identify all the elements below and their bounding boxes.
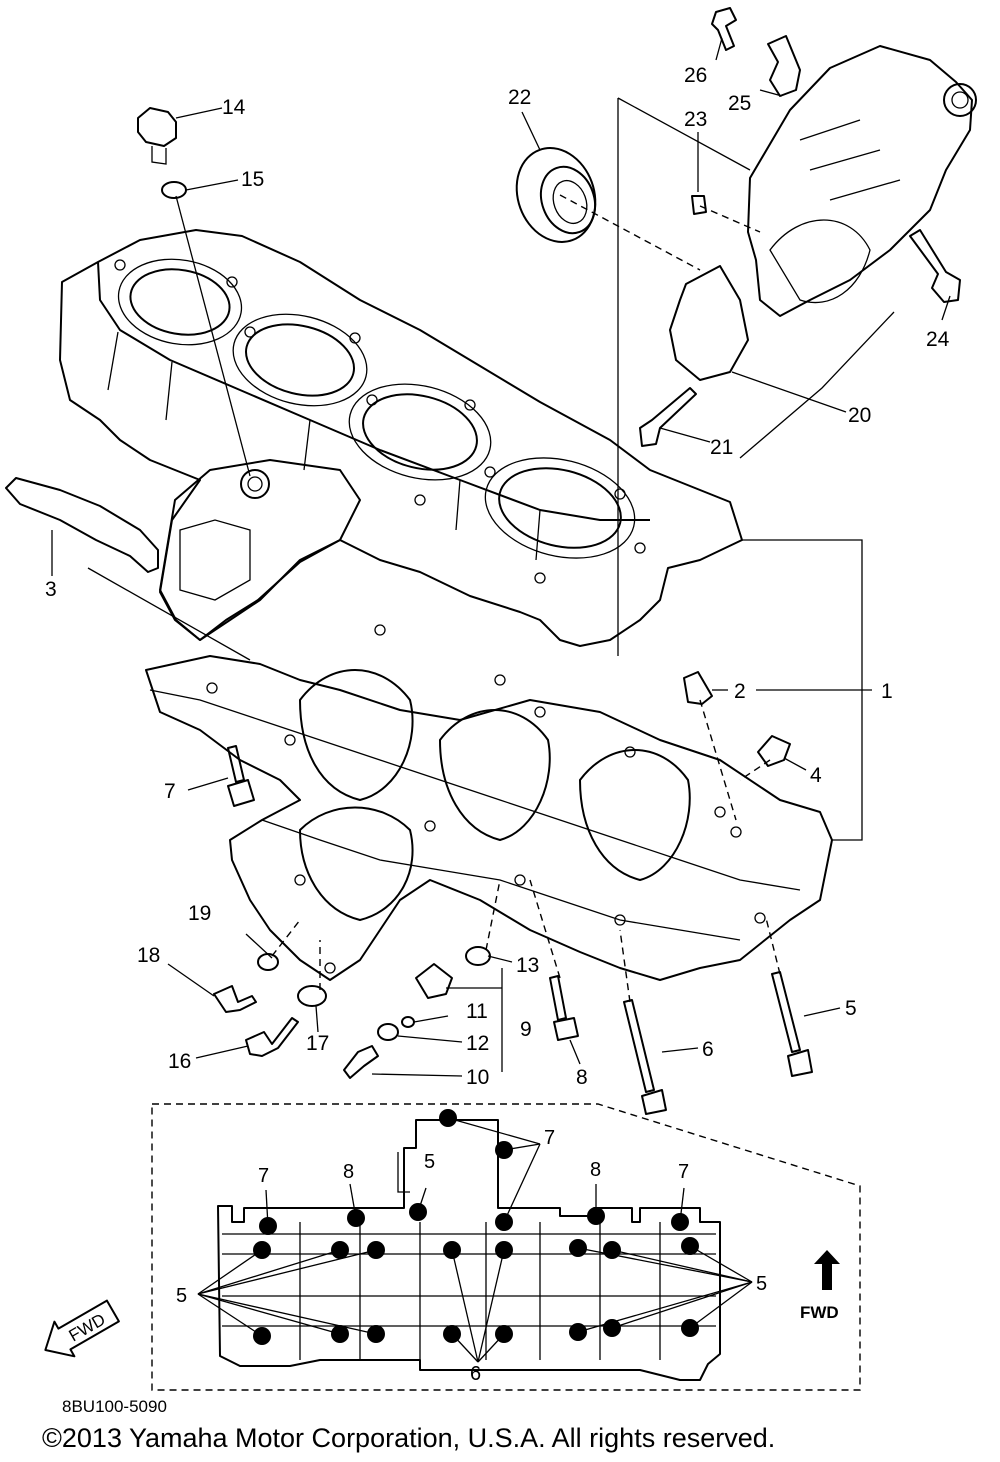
exploded-guide-lines <box>87 194 781 1003</box>
inset-label-7-right: 7 <box>678 1161 689 1183</box>
part-15-washer <box>161 181 187 199</box>
bolt-dots <box>253 1109 699 1345</box>
callout-2: 2 <box>734 680 746 703</box>
bracket-lines <box>501 97 895 1072</box>
callout-22: 22 <box>508 86 531 109</box>
part-22-bearing <box>515 147 597 243</box>
callout-leaders <box>51 37 951 1077</box>
callout-16: 16 <box>168 1050 191 1073</box>
part-16-bolt <box>245 1017 299 1057</box>
callout-numbers: 1 2 3 4 5 6 7 8 9 10 11 12 13 14 15 16 1… <box>45 64 950 1089</box>
part-19-nut <box>257 953 279 971</box>
callout-10: 10 <box>466 1066 489 1089</box>
callout-24: 24 <box>926 328 950 351</box>
callout-15: 15 <box>241 168 264 191</box>
inset-fwd-label: FWD <box>800 1303 839 1322</box>
callout-13: 13 <box>516 954 539 977</box>
callout-12: 12 <box>466 1032 489 1055</box>
inset-label-7-left: 7 <box>258 1165 269 1187</box>
inset-label-6-bottom: 6 <box>470 1363 481 1385</box>
callout-14: 14 <box>222 96 246 119</box>
callout-9: 9 <box>520 1018 532 1041</box>
part-8-bolt <box>549 975 579 1041</box>
callout-23: 23 <box>684 108 707 131</box>
part-17-washer <box>297 985 327 1007</box>
part-20-half <box>669 265 749 381</box>
callout-26: 26 <box>684 64 707 87</box>
part-10-bolt <box>343 1045 379 1079</box>
inset-label-8-right: 8 <box>590 1159 601 1181</box>
part-7-bolt <box>227 745 255 807</box>
callout-25: 25 <box>728 92 751 115</box>
inset-label-7-top: 7 <box>544 1127 555 1149</box>
callout-17: 17 <box>306 1032 329 1055</box>
callout-18: 18 <box>137 944 160 967</box>
inset-label-5-right: 5 <box>756 1273 767 1295</box>
fwd-badge-arrow-icon: FWD <box>44 1299 120 1358</box>
part-26-screw <box>711 7 737 51</box>
inset-label-5-mid: 5 <box>424 1151 435 1173</box>
part-23-pin <box>691 195 707 215</box>
fwd-arrow-icon <box>814 1250 840 1290</box>
callout-4: 4 <box>810 764 822 787</box>
callout-3: 3 <box>45 578 57 601</box>
end-cover <box>747 45 977 317</box>
part-14-plug <box>137 107 177 165</box>
part-21-bolt <box>639 387 697 447</box>
callout-21: 21 <box>710 436 733 459</box>
lower-crankcase <box>145 624 833 981</box>
callout-6: 6 <box>702 1038 714 1061</box>
part-25-clip <box>767 35 801 97</box>
part-2-dowel <box>683 671 713 705</box>
inset-label-5-left: 5 <box>176 1285 187 1307</box>
part-3-gasket <box>5 477 159 573</box>
callout-5: 5 <box>845 997 857 1020</box>
callout-8: 8 <box>576 1066 588 1089</box>
bolt-pattern-inset: 7 7 8 5 8 7 5 5 6 FWD <box>151 1103 861 1391</box>
part-12-oring <box>401 1016 415 1028</box>
part-4-fitting <box>757 735 791 767</box>
copyright-notice: ©2013 Yamaha Motor Corporation, U.S.A. A… <box>42 1423 775 1453</box>
part-12-washer <box>377 1023 399 1041</box>
inset-label-8-left: 8 <box>343 1161 354 1183</box>
part-6-bolt <box>623 999 667 1115</box>
part-5-bolt <box>771 971 813 1077</box>
part-18-bolt <box>213 985 257 1013</box>
callout-20: 20 <box>848 404 871 427</box>
callout-7: 7 <box>164 780 176 803</box>
callout-19: 19 <box>188 902 211 925</box>
part-24-bolt <box>909 229 961 303</box>
callout-11: 11 <box>466 1000 488 1023</box>
part-11-fitting <box>415 963 453 999</box>
diagram-code: 8BU100-5090 <box>62 1397 167 1416</box>
upper-crankcase <box>59 229 743 647</box>
callout-1: 1 <box>881 680 893 703</box>
